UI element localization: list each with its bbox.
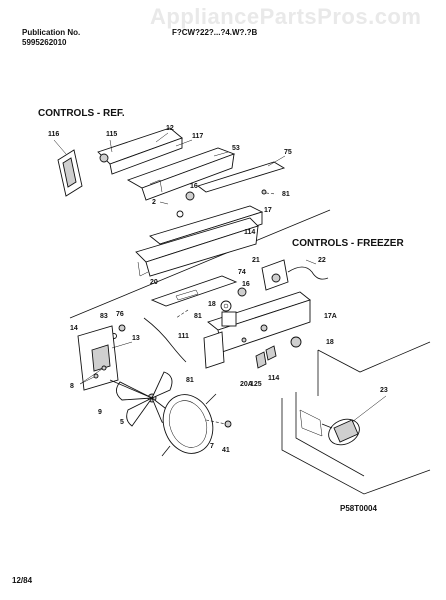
model-number: F?CW?22?...?4.W?.?B — [172, 28, 258, 37]
callout-20: 20 — [150, 279, 158, 286]
callout-114-freezer: 114 — [268, 375, 279, 382]
callout-14: 14 — [70, 325, 78, 332]
callout-74: 74 — [238, 269, 246, 276]
part-8-screws — [79, 365, 107, 385]
callout-115: 115 — [106, 131, 117, 138]
callout-116: 116 — [48, 131, 59, 138]
callout-75: 75 — [284, 149, 292, 156]
callout-7: 7 — [210, 443, 214, 450]
part-17a-panel — [203, 291, 311, 369]
callout-16-freezer: 16 — [242, 281, 250, 288]
callout-17: 17 — [264, 207, 272, 214]
callout-125: 125 — [250, 381, 262, 388]
callout-12: 12 — [166, 125, 174, 132]
callout-13: 13 — [132, 335, 140, 342]
part-115-control-module — [97, 127, 193, 175]
callout-8: 8 — [70, 383, 74, 390]
callout-9: 9 — [98, 409, 102, 416]
publication-label: Publication No. — [22, 28, 81, 37]
callout-23: 23 — [380, 387, 388, 394]
publication-number: 5995262010 — [22, 38, 67, 47]
section-title-ref: CONTROLS - REF. — [38, 108, 125, 119]
callout-18: 18 — [208, 301, 216, 308]
callout-22: 22 — [318, 257, 326, 264]
part-20-panel — [135, 217, 259, 277]
footer-date: 12/84 — [12, 576, 33, 585]
callout-5: 5 — [120, 419, 124, 426]
part-16-knob-upper — [159, 191, 195, 218]
part-18-knob — [220, 287, 247, 312]
watermark: AppliancePartsPros.com — [150, 4, 422, 29]
callout-81: 81 — [282, 191, 290, 198]
part-13-motor-bracket — [77, 325, 133, 391]
callout-53: 53 — [232, 145, 240, 152]
callout-76: 76 — [116, 311, 124, 318]
callout-83: 83 — [100, 313, 108, 320]
part-75-cover — [197, 155, 286, 193]
part-7-fan-motor — [161, 393, 232, 457]
part-23-inset-cabinet — [281, 341, 431, 495]
callout-41: 41 — [222, 447, 230, 454]
callout-81-mid: 81 — [194, 313, 202, 320]
callout-81-lower: 81 — [186, 377, 194, 384]
callout-20a: 20A — [240, 381, 253, 388]
callout-117: 117 — [192, 133, 203, 140]
part-81-screw-upper — [261, 189, 277, 195]
part-116-bezel — [53, 139, 83, 197]
callout-18-freezer: 18 — [326, 339, 334, 346]
callout-114: 114 — [244, 229, 255, 236]
part-21-thermostat — [261, 259, 329, 291]
callout-111: 111 — [178, 333, 189, 340]
part-125-connector — [255, 336, 302, 369]
callout-21: 21 — [252, 257, 260, 264]
part-111-wire — [111, 309, 189, 363]
section-divider-line — [69, 209, 331, 319]
callout-16: 16 — [190, 183, 198, 190]
callout-17a: 17A — [324, 313, 337, 320]
callout-2: 2 — [152, 199, 156, 206]
diagram-code: P58T0004 — [340, 504, 377, 513]
section-title-freezer: CONTROLS - FREEZER — [292, 238, 404, 249]
part-74-cover — [150, 275, 238, 307]
part-53-housing — [126, 147, 236, 201]
